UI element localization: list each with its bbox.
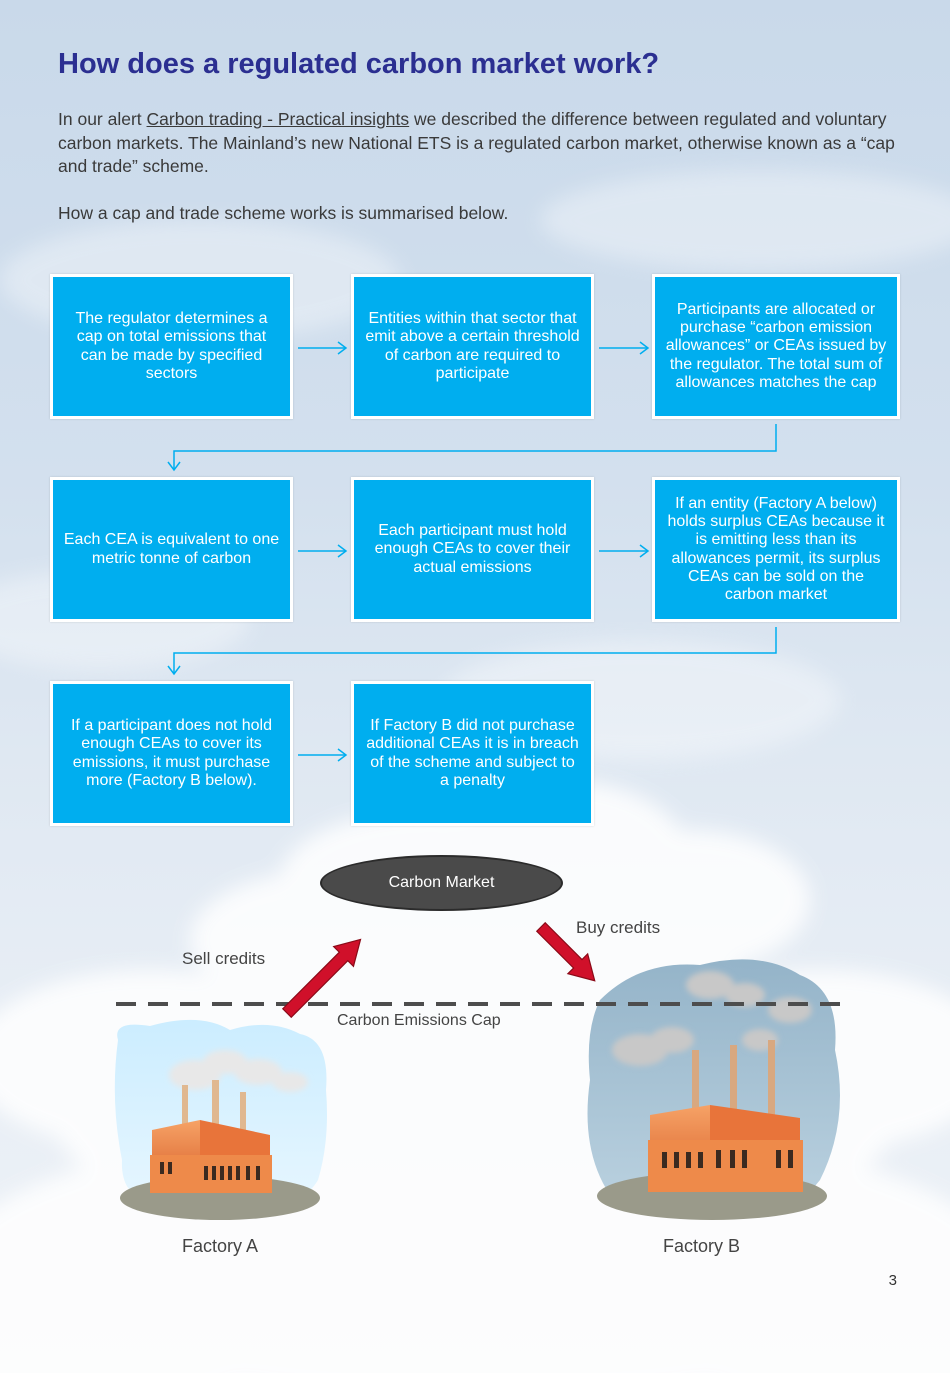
emissions-cap-label: Carbon Emissions Cap [337,1012,501,1029]
sell-arrow [281,938,362,1019]
flow-step-8: If Factory B did not purchase additional… [351,681,594,826]
factory-a-label: Factory A [182,1236,259,1256]
carbon-market-node: Carbon Market [320,855,563,911]
page-title: How does a regulated carbon market work? [58,48,660,80]
buy-arrow [535,921,596,982]
carbon-trading-link[interactable]: Carbon trading - Practical insights [146,109,410,129]
flow-step-2: Entities within that sector that emit ab… [351,274,594,419]
flow-step-6: If an entity (Factory A below) holds sur… [652,477,900,622]
flow-step-3: Participants are allocated or purchase “… [652,274,900,419]
factory-b-illustration [587,959,840,1220]
intro-summary-paragraph: How a cap and trade scheme works is summ… [58,202,509,223]
intro-paragraph: In our alert Carbon trading - Practical … [58,108,898,179]
buy-credits-label: Buy credits [576,918,661,937]
intro-before-link: In our alert [58,109,147,129]
flow-step-4: Each CEA is equivalent to one metric ton… [50,477,293,622]
flow-step-7: If a participant does not hold enough CE… [50,681,293,826]
page-number: 3 [888,1272,897,1289]
intro-after-link: we described the difference between regu… [58,109,895,176]
flow-step-5: Each participant must hold enough CEAs t… [351,477,594,622]
flow-step-1: The regulator determines a cap on total … [50,274,293,419]
intro-text: In our alert Carbon trading - Practical … [58,108,898,225]
factory-b-label: Factory B [663,1236,741,1256]
sell-credits-label: Sell credits [182,949,266,968]
factory-a-illustration [114,1019,327,1220]
